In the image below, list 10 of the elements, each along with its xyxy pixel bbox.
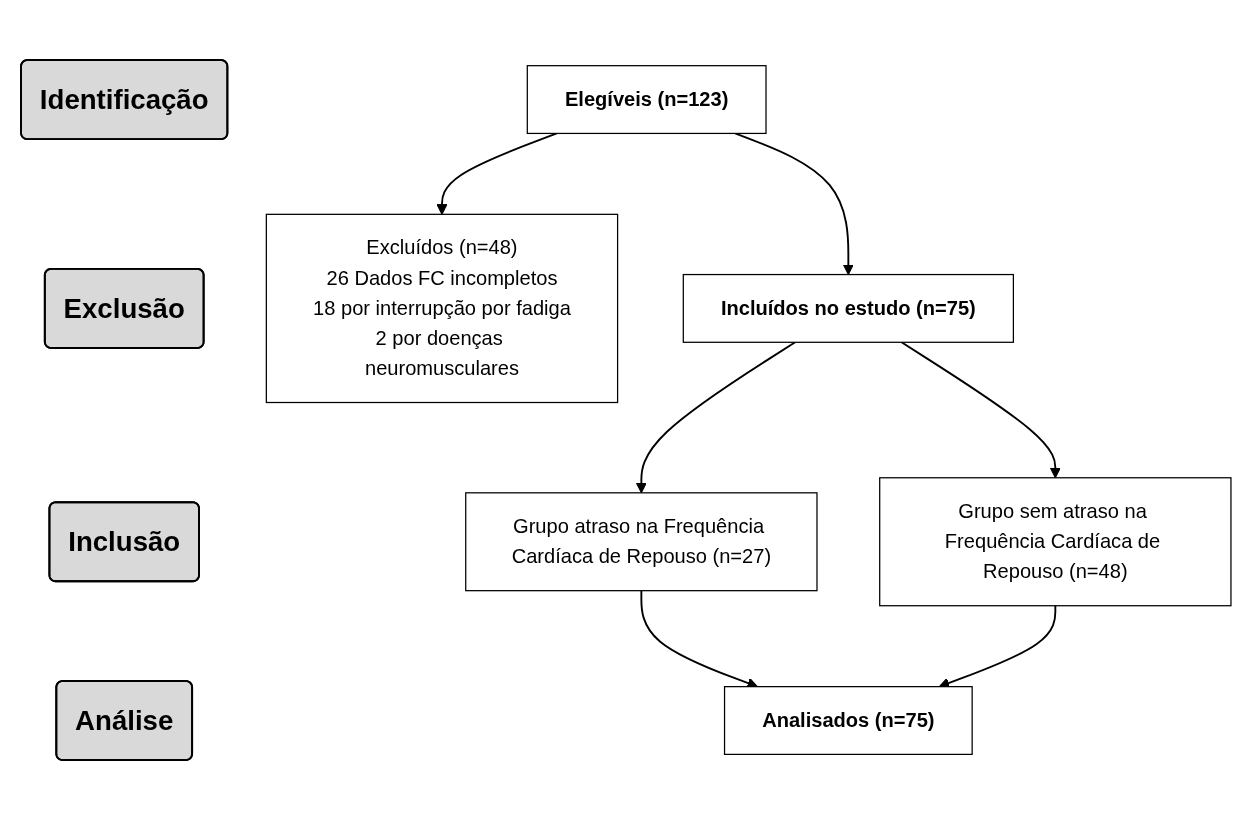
- node-box: [878, 477, 1232, 607]
- node-box: [265, 213, 618, 404]
- arrow: [435, 132, 558, 215]
- arrow: [900, 341, 1061, 479]
- node-box: [723, 686, 973, 755]
- node-box: [682, 273, 1014, 343]
- node-box: [526, 65, 767, 134]
- arrow: [635, 341, 796, 494]
- flowchart: Identificação Exclusão Inclusão Análise Elegíveis (n=123) Excluídos (n=48) 26 Dados FC incompletos 18 por interrupção por fadiga 2 por doenças neuromusculares Incluídos no estudo (n=75) Grupo atraso na Frequência Cardíaca de Repouso (n=27) Grupo sem atraso na Frequência Cardíaca de Repouso (n=48) Analisados (n=75): [10, 49, 1241, 771]
- node-box: [464, 492, 818, 592]
